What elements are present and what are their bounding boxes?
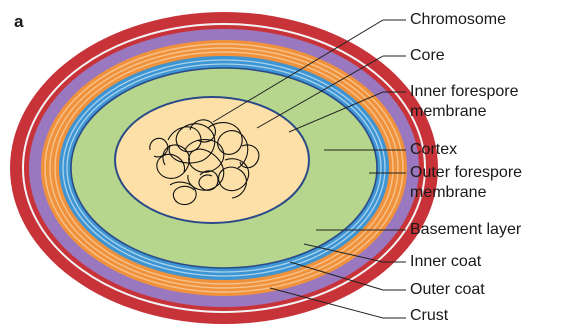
label-inner-forespore-membrane-line1: Inner forespore	[410, 82, 519, 101]
label-cortex: Cortex	[410, 140, 457, 159]
label-inner-coat: Inner coat	[410, 252, 481, 271]
panel-letter: a	[14, 12, 23, 32]
core-layer	[115, 97, 309, 223]
label-chromosome: Chromosome	[410, 10, 506, 29]
label-core: Core	[410, 46, 445, 65]
label-crust: Crust	[410, 306, 448, 325]
label-outer-forespore-membrane-line1: Outer forespore	[410, 163, 522, 182]
label-basement-layer: Basement layer	[410, 220, 521, 239]
label-outer-forespore-membrane-line2: membrane	[410, 183, 486, 202]
label-outer-coat: Outer coat	[410, 280, 485, 299]
label-inner-forespore-membrane-line2: membrane	[410, 102, 486, 121]
